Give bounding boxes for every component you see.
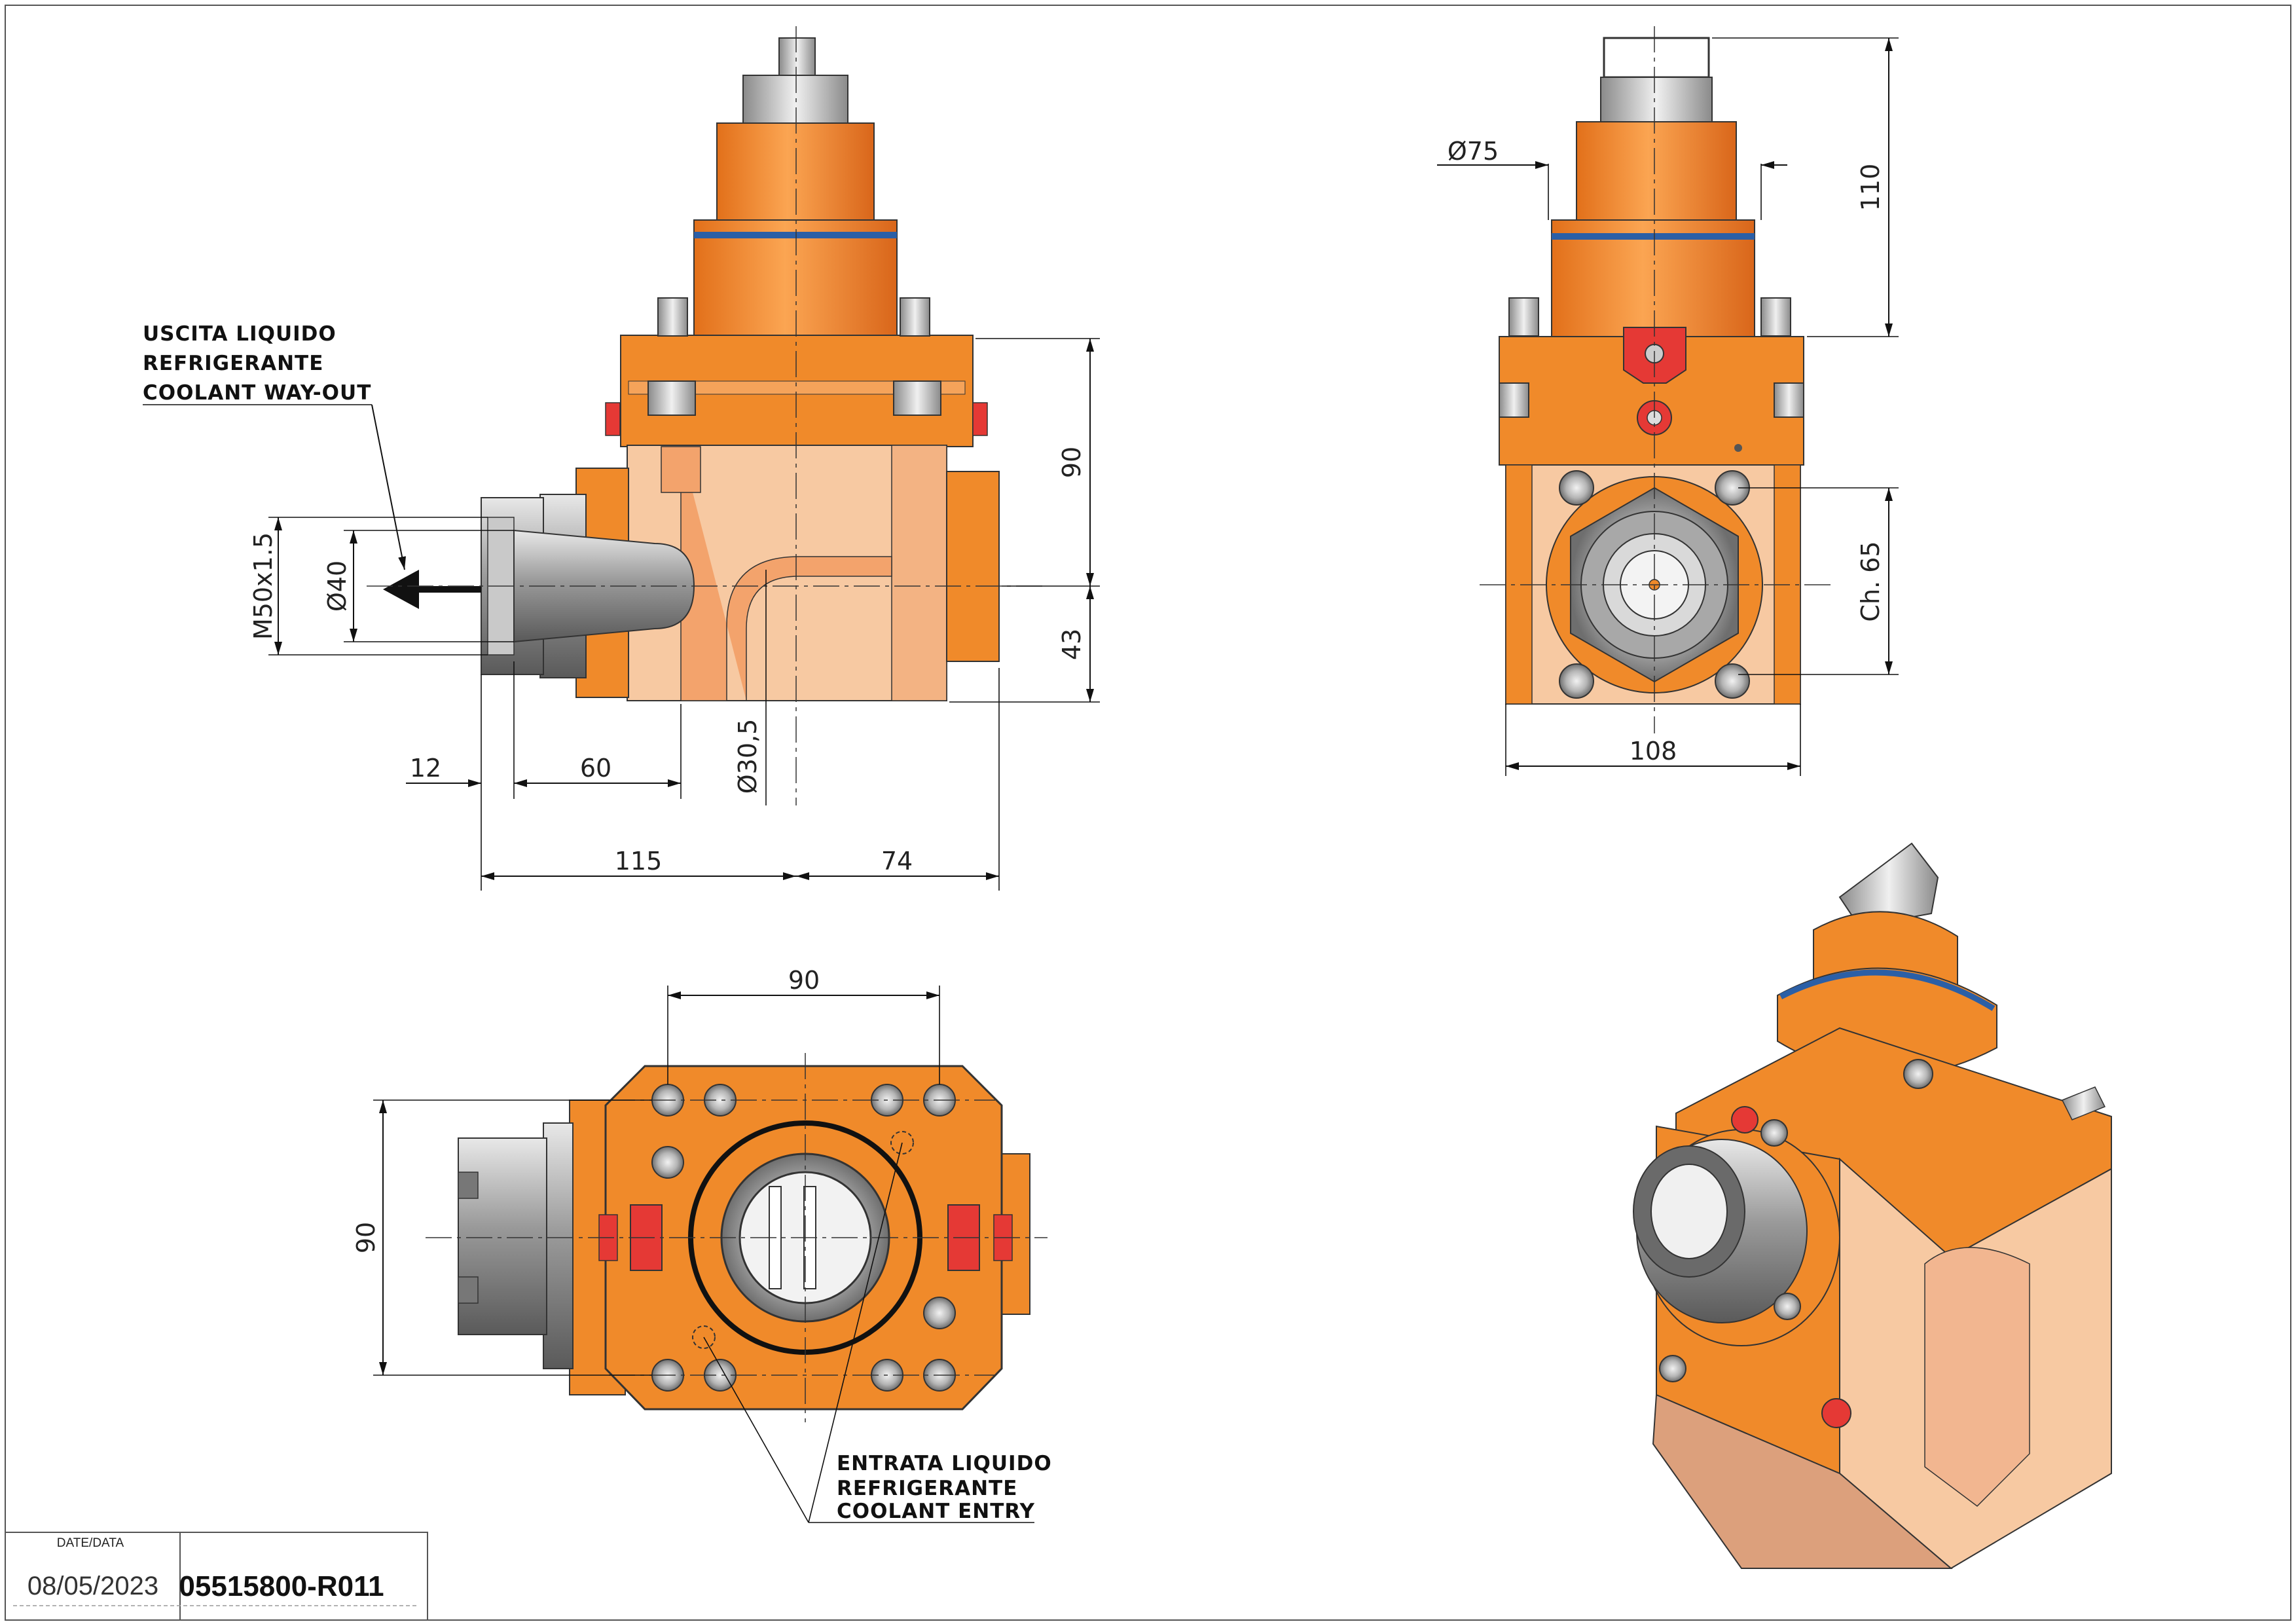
dim-width: 108 (1630, 737, 1677, 766)
title-block-frame (5, 1532, 428, 1621)
dim-offset-60: 60 (580, 754, 611, 783)
front-stud-left (1508, 297, 1539, 337)
top-collar (543, 1122, 574, 1369)
coolant-outlet-arrow (383, 570, 481, 609)
dim-height-lower: 43 (1057, 629, 1086, 660)
note-outlet-line1: USCITA LIQUIDO (143, 322, 337, 346)
dim-length-115: 115 (615, 847, 663, 876)
front-screw-br (1715, 663, 1750, 699)
date-label: DATE/DATA (57, 1536, 124, 1550)
dim-bolt-spacing-y: 90 (352, 1222, 380, 1253)
red-plug-right (972, 402, 988, 436)
isometric-view (1633, 842, 2112, 1570)
note-outlet-line2: REFRIGERANTE (143, 352, 323, 375)
note-inlet-line1: ENTRATA LIQUIDO (837, 1452, 1052, 1475)
bolt-head-right (893, 380, 941, 416)
title-block: DATE/DATA 08/05/2023 05515800-R011 (5, 1532, 428, 1621)
side-view (367, 26, 1048, 805)
dim-hex-size: Ch. 65 (1856, 541, 1885, 621)
channel-top (661, 446, 701, 493)
shank-orange (716, 122, 875, 222)
note-inlet-line3: COOLANT ENTRY (837, 1500, 1035, 1523)
front-screw-tl (1559, 470, 1594, 506)
dim-thread: M50x1.5 (249, 532, 278, 640)
dim-bore: Ø40 (323, 561, 352, 612)
stud-left (657, 297, 688, 337)
top-screw-6 (923, 1297, 956, 1329)
front-view-dimensions: Ø75 110 Ch. 65 108 (1437, 37, 1899, 776)
part-number: 05515800-R011 (179, 1570, 384, 1602)
iso-red-port (1731, 1106, 1758, 1134)
front-tang (1603, 37, 1710, 79)
front-shank-orange (1576, 121, 1737, 221)
dim-coolant-bore: Ø30,5 (733, 719, 762, 794)
front-stud-right (1760, 297, 1791, 337)
bolt-head-left (647, 380, 696, 416)
front-shank-steel (1600, 77, 1713, 122)
top-view-dimensions: 90 90 (352, 966, 940, 1376)
note-outlet-line3: COOLANT WAY-OUT (143, 381, 371, 405)
shank-steel (742, 75, 848, 125)
coolant-channel (680, 447, 892, 701)
dim-bolt-spacing-x: 90 (788, 966, 820, 995)
sheet-border (5, 5, 2291, 1621)
dim-length-74: 74 (881, 847, 913, 876)
flange-ring (693, 219, 898, 339)
dim-shank-height: 110 (1856, 164, 1885, 212)
seal-ring-blue (694, 232, 897, 238)
dim-offset-12: 12 (410, 754, 441, 783)
red-plug-left (605, 402, 621, 436)
top-view (426, 1053, 1048, 1422)
right-boss (946, 471, 1000, 662)
side-view-dimensions: 90 43 M50x1.5 Ø40 12 60 115 74 Ø30,5 (249, 338, 1100, 891)
iso-pocket (1924, 1247, 2030, 1507)
front-bolt-right (1774, 382, 1804, 418)
top-plate-lip (628, 380, 966, 395)
dim-height-upper: 90 (1057, 447, 1086, 478)
top-collet-nut (458, 1137, 547, 1335)
drive-tang (778, 37, 816, 78)
front-seal-blue (1552, 233, 1755, 240)
front-bolt-left (1499, 382, 1529, 418)
coolant-outlet-note: USCITA LIQUIDO REFRIGERANTE COOLANT WAY-… (143, 322, 406, 570)
front-view (1480, 26, 1833, 733)
stud-right (900, 297, 930, 337)
top-screw-5 (651, 1146, 684, 1179)
top-coolant-port-a (890, 1131, 914, 1154)
top-coolant-port-b (692, 1325, 716, 1349)
dim-shank-diameter: Ø75 (1448, 137, 1499, 166)
note-inlet-line2: REFRIGERANTE (837, 1477, 1017, 1500)
body-face (891, 445, 947, 701)
front-screw-bl (1559, 663, 1594, 699)
drawing-date: 08/05/2023 (27, 1572, 158, 1600)
coolant-inlet-note: ENTRATA LIQUIDO REFRIGERANTE COOLANT ENT… (703, 1142, 1052, 1523)
